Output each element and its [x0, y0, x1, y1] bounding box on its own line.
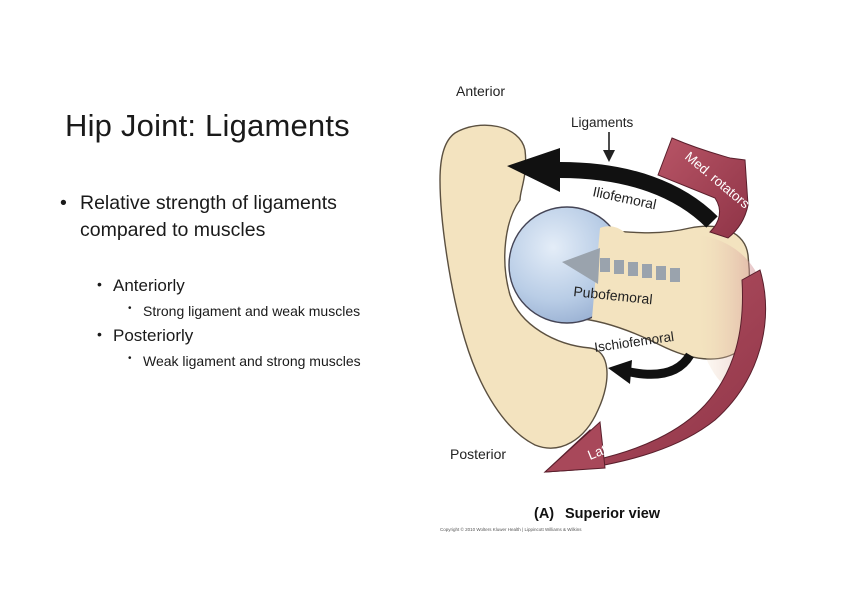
detail-bullet-text: Weak ligament and strong muscles [143, 353, 361, 369]
bullet-dot: • [60, 192, 67, 214]
bullet-main-line1: Relative strength of ligaments [80, 192, 337, 214]
lateral-rotators-head [543, 420, 606, 473]
bullet-main-text: Relative strength of ligaments compared … [80, 190, 400, 244]
dashed-arrow [562, 248, 680, 284]
detail-bullet-text: Strong ligament and weak muscles [143, 303, 361, 319]
ischiofemoral-arrow [629, 352, 694, 379]
ischiofemoral-arrowhead [608, 360, 632, 384]
sub-bullet-label: Anteriorly [113, 276, 185, 295]
bullet-dot: • [97, 276, 102, 292]
bullet-dot: • [128, 303, 132, 314]
iliofemoral-arrowhead [507, 148, 560, 192]
bullet-dot: • [97, 326, 102, 342]
bullet-list: • Relative strength of ligaments compare… [0, 0, 420, 400]
medial-rotators-muscle [657, 137, 749, 239]
copyright: Copyright © 2010 Wolters Kluwer Health |… [440, 526, 582, 532]
bullet-dot: • [128, 353, 132, 364]
ligaments-pointer-head [603, 150, 615, 162]
caption-view: Superior view [565, 506, 661, 522]
slide-title: Hip Joint: Ligaments [65, 108, 350, 143]
iliofemoral-arrow [559, 162, 718, 228]
pelvic-bone [439, 124, 608, 449]
label-ligaments: Ligaments [571, 115, 634, 130]
caption-panel: (A) [534, 506, 554, 522]
sub-bullet-label: Posteriorly [113, 326, 194, 345]
label-anterior: Anterior [456, 83, 505, 99]
bullet-main-line2: compared to muscles [80, 219, 266, 241]
label-posterior: Posterior [450, 446, 506, 462]
